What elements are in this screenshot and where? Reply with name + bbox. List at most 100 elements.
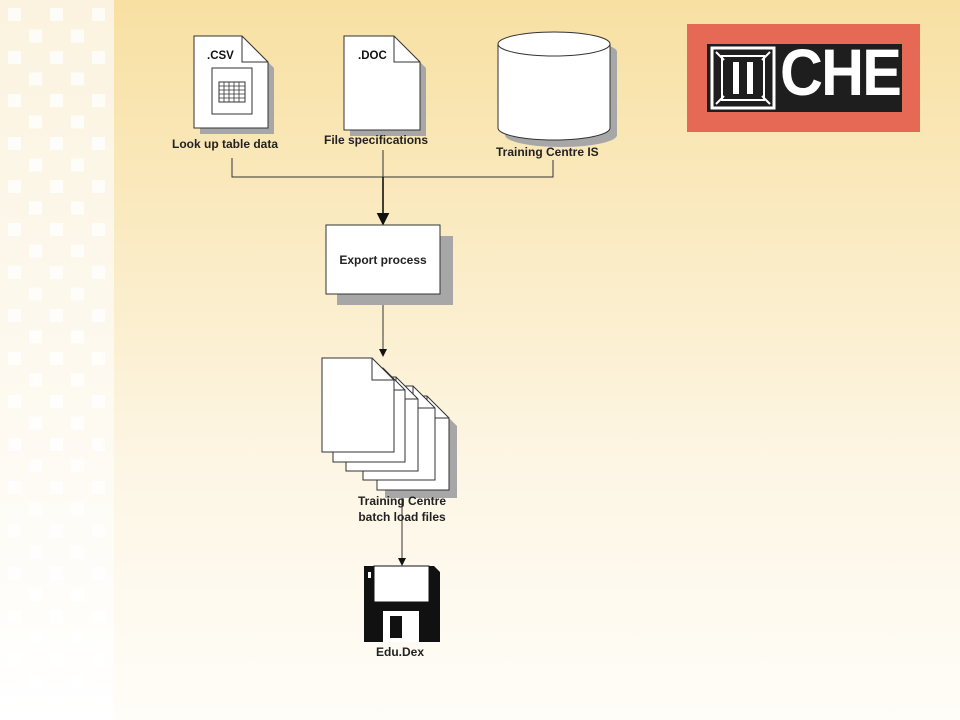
strip-square xyxy=(71,72,84,86)
strip-square xyxy=(50,309,63,322)
strip-square xyxy=(8,481,21,494)
logo-text: CHE xyxy=(780,35,902,109)
strip-square xyxy=(50,266,63,279)
strip-square xyxy=(50,481,63,494)
strip-square xyxy=(29,244,42,258)
strip-square xyxy=(29,459,42,473)
batch-label-line2: batch load files xyxy=(358,510,446,524)
strip-square xyxy=(50,51,63,64)
strip-square xyxy=(29,502,42,516)
strip-square xyxy=(8,223,21,236)
csv-label: Look up table data xyxy=(172,137,278,151)
strip-square xyxy=(50,94,63,107)
logo-emblem xyxy=(710,46,776,110)
strip-square xyxy=(50,352,63,365)
batch-files-node: Training Centre batch load files xyxy=(321,357,457,524)
connectors xyxy=(231,150,554,566)
side-strip-pattern xyxy=(8,8,105,709)
strip-square xyxy=(8,266,21,279)
strip-square xyxy=(92,180,105,193)
strip-square xyxy=(92,395,105,408)
csv-extension: .CSV xyxy=(207,50,234,62)
strip-square xyxy=(92,481,105,494)
strip-square xyxy=(8,610,21,623)
strip-square xyxy=(29,72,42,86)
strip-square xyxy=(92,352,105,365)
strip-square xyxy=(92,610,105,623)
strip-square xyxy=(92,438,105,451)
doc-file-node: .DOC File specifications xyxy=(324,35,428,147)
strip-square xyxy=(92,94,105,107)
strip-square xyxy=(29,674,42,688)
strip-square xyxy=(92,696,105,709)
strip-square xyxy=(8,8,21,21)
strip-square xyxy=(50,438,63,451)
strip-square xyxy=(71,244,84,258)
strip-square xyxy=(50,8,63,21)
batch-file-page xyxy=(321,357,395,453)
doc-extension: .DOC xyxy=(358,50,387,62)
strip-square xyxy=(71,674,84,688)
strip-square xyxy=(92,653,105,666)
merge-connector xyxy=(231,158,554,178)
strip-square xyxy=(8,653,21,666)
strip-square xyxy=(29,201,42,215)
strip-square xyxy=(71,459,84,473)
strip-square xyxy=(29,588,42,602)
strip-square xyxy=(71,588,84,602)
floppy-disk-node: Edu.Dex xyxy=(364,565,440,659)
strip-square xyxy=(8,309,21,322)
strip-square xyxy=(71,330,84,344)
csv-file-node: .CSV Look up table data xyxy=(172,35,278,151)
strip-square xyxy=(71,29,84,43)
strip-square xyxy=(50,180,63,193)
disk-label: Edu.Dex xyxy=(376,645,424,659)
strip-square xyxy=(71,502,84,516)
strip-square xyxy=(8,137,21,150)
strip-square xyxy=(29,631,42,645)
strip-square xyxy=(71,373,84,387)
strip-square xyxy=(92,137,105,150)
strip-square xyxy=(29,373,42,387)
strip-square xyxy=(8,524,21,537)
strip-square xyxy=(29,545,42,559)
strip-square xyxy=(92,8,105,21)
strip-square xyxy=(8,438,21,451)
strip-square xyxy=(92,266,105,279)
export-process-node: Export process xyxy=(325,224,453,305)
strip-square xyxy=(71,631,84,645)
strip-square xyxy=(29,29,42,43)
strip-square xyxy=(8,94,21,107)
strip-square xyxy=(8,51,21,64)
strip-square xyxy=(50,223,63,236)
spreadsheet-icon xyxy=(211,67,253,115)
batch-label-line1: Training Centre xyxy=(358,494,446,508)
strip-square xyxy=(92,223,105,236)
strip-square xyxy=(8,567,21,580)
strip-square xyxy=(29,416,42,430)
strip-square xyxy=(92,567,105,580)
strip-square xyxy=(50,395,63,408)
strip-square xyxy=(50,137,63,150)
strip-square xyxy=(71,158,84,172)
strip-square xyxy=(50,567,63,580)
strip-square xyxy=(71,287,84,301)
strip-square xyxy=(29,330,42,344)
strip-square xyxy=(71,115,84,129)
strip-square xyxy=(50,653,63,666)
database-label: Training Centre IS xyxy=(496,145,599,159)
strip-square xyxy=(92,51,105,64)
strip-square xyxy=(8,352,21,365)
strip-square xyxy=(50,696,63,709)
strip-square xyxy=(50,610,63,623)
strip-square xyxy=(8,395,21,408)
strip-square xyxy=(8,180,21,193)
strip-square xyxy=(92,524,105,537)
strip-square xyxy=(71,416,84,430)
export-label: Export process xyxy=(339,253,427,267)
strip-square xyxy=(8,696,21,709)
strip-square xyxy=(29,287,42,301)
doc-label: File specifications xyxy=(324,133,428,147)
strip-square xyxy=(92,309,105,322)
